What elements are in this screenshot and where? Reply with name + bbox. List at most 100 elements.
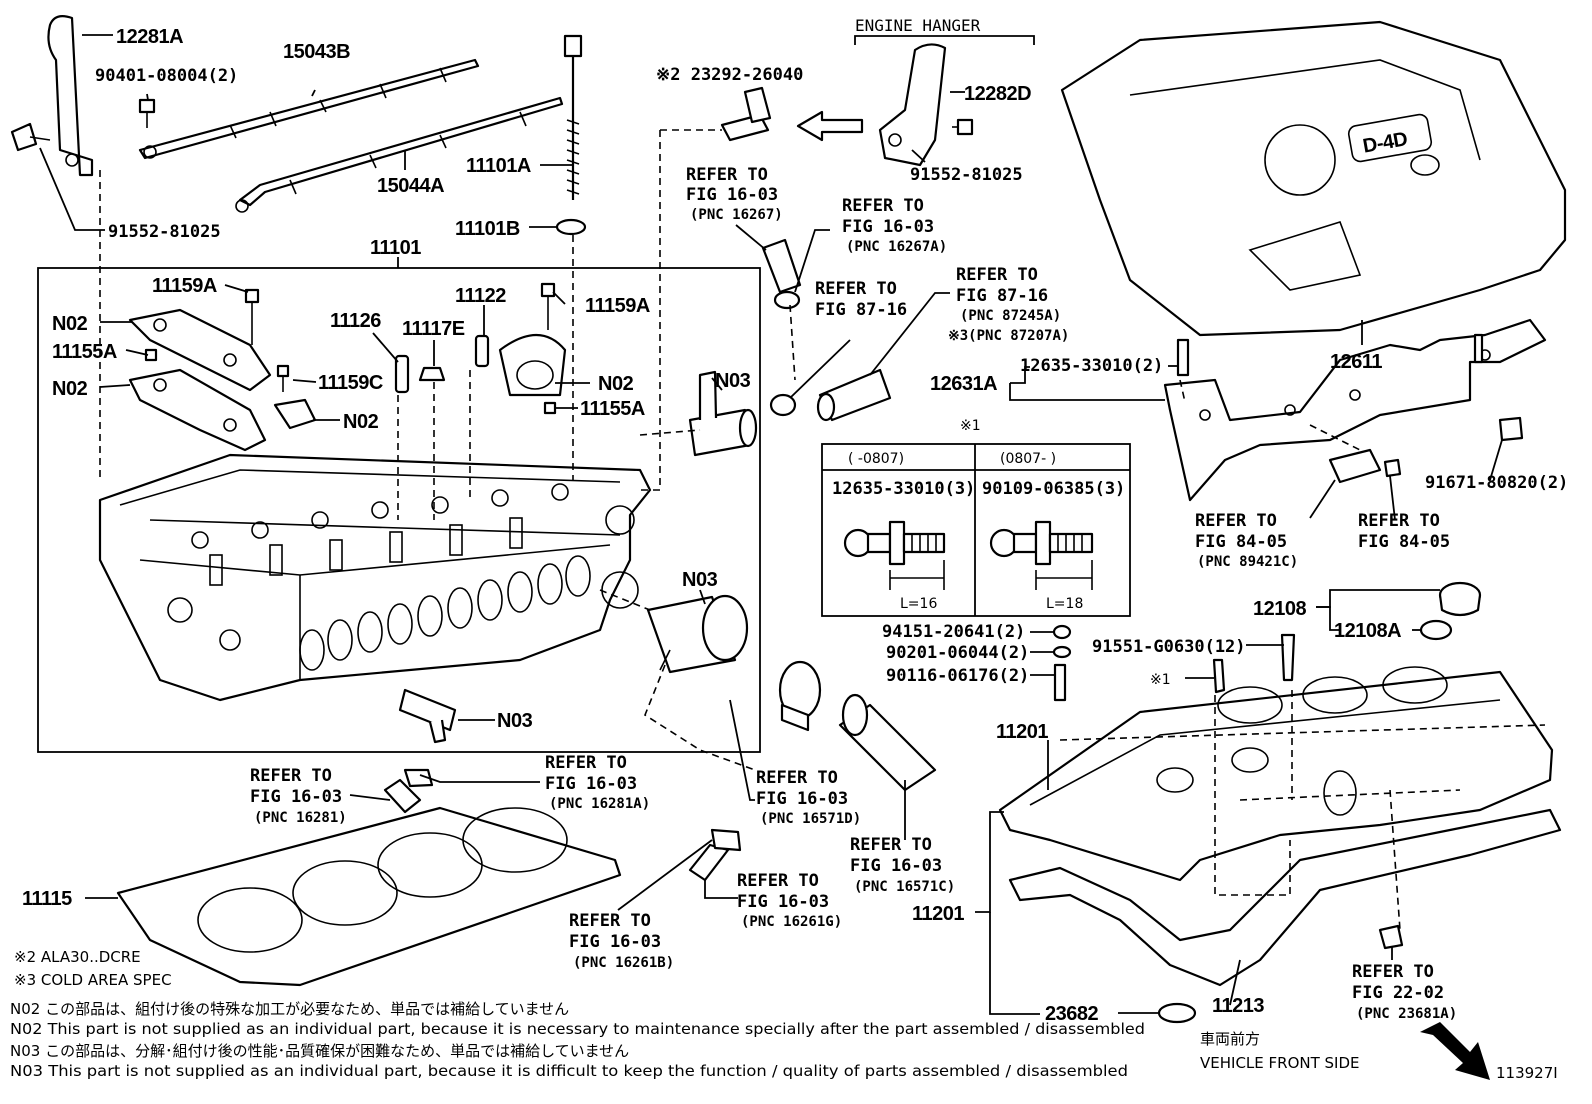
svg-text:(PNC 16571C): (PNC 16571C) (854, 879, 955, 895)
vehicle-front-arrow (1420, 1022, 1490, 1080)
seal-23682 (1157, 1002, 1197, 1024)
cover-gasket-11213 (1008, 808, 1562, 987)
ref-16281A: REFER TO FIG 16-03 (PNC 16281A) (545, 753, 650, 812)
label-12108: 12108 (1253, 598, 1306, 620)
label-n03-top: N03 (715, 370, 751, 392)
cam-cap-lower (128, 368, 267, 452)
hose-16261G (688, 843, 730, 882)
harness-15044A (238, 96, 564, 207)
label-n02-4: N02 (343, 411, 379, 433)
dashed-assembly-lines (99, 129, 1546, 931)
hose-16267 (761, 238, 802, 294)
svg-text:REFER TO: REFER TO (1195, 511, 1277, 531)
svg-text:FIG 16-03: FIG 16-03 (250, 787, 342, 807)
svg-text:FIG 87-16: FIG 87-16 (815, 300, 907, 320)
bolt-91551 (1280, 633, 1296, 682)
svg-text:REFER TO: REFER TO (545, 753, 627, 773)
cam-cap-small (273, 398, 317, 430)
svg-text:REFER TO: REFER TO (250, 766, 332, 786)
label-91552-left: 91552-81025 (108, 222, 221, 242)
cylinder-head-group-box (37, 267, 761, 753)
head-gasket-11115 (116, 806, 622, 987)
oil-filler-cap-12108 (1438, 581, 1482, 617)
svg-text:REFER TO: REFER TO (815, 279, 897, 299)
svg-text:(PNC 16281A): (PNC 16281A) (549, 796, 650, 812)
hose-16571D (778, 660, 822, 732)
label-12631A: 12631A (930, 373, 997, 395)
ref-87-16: REFER TO FIG 87-16 (815, 279, 907, 320)
plug-23681A (1378, 924, 1404, 950)
svg-text:FIG 87-16: FIG 87-16 (956, 286, 1048, 306)
cam-cap-upper (128, 308, 272, 392)
ref-16267A: REFER TO FIG 16-03 (PNC 16267A) (842, 196, 947, 255)
svg-text:FIG 16-03: FIG 16-03 (545, 774, 637, 794)
ref-16571D: REFER TO FIG 16-03 (PNC 16571D) (756, 768, 861, 827)
svg-text:REFER TO: REFER TO (756, 768, 838, 788)
label-11159A-right: 11159A (585, 295, 650, 317)
engine-cover-12611 (1060, 20, 1567, 337)
hose-16281 (383, 778, 422, 814)
label-11159C: 11159C (318, 372, 383, 394)
ref-16261G: REFER TO FIG 16-03 (PNC 16261G) (737, 871, 842, 930)
svg-text:REFER TO: REFER TO (956, 265, 1038, 285)
stud-l18 (989, 520, 1094, 590)
label-91671: 91671-80820(2) (1425, 473, 1568, 493)
bolt-91671 (1498, 416, 1524, 442)
nut-84-05 (1383, 458, 1402, 478)
fitting-23292 (720, 86, 772, 142)
pipe-n03-mid (646, 594, 749, 674)
label-star1: ※1 (1150, 672, 1171, 688)
bolt-11159A-right (540, 282, 556, 330)
stud-right (1473, 333, 1484, 364)
svg-text:REFER TO: REFER TO (850, 835, 932, 855)
washer-90201 (1052, 645, 1072, 659)
cylinder-head-drawing (98, 453, 652, 702)
label-11126: 11126 (330, 310, 381, 332)
svg-text:(PNC 16267A): (PNC 16267A) (846, 239, 947, 255)
svg-text:REFER TO: REFER TO (569, 911, 651, 931)
svg-text:(PNC 16261G): (PNC 16261G) (741, 914, 842, 930)
diagram-id: 113927I (1496, 1064, 1558, 1082)
label-11213: 11213 (1212, 995, 1264, 1017)
bolt-91552-left (10, 122, 51, 152)
ref-23681A: REFER TO FIG 22-02 (PNC 23681A) (1352, 962, 1457, 1022)
svg-text:REFER TO: REFER TO (1358, 511, 1440, 531)
svg-text:(PNC 16261B): (PNC 16261B) (573, 955, 674, 971)
label-15044A: 15044A (377, 175, 444, 197)
svg-text:FIG 16-03: FIG 16-03 (686, 185, 778, 205)
svg-text:(PNC 16267): (PNC 16267) (690, 207, 783, 223)
svg-text:REFER TO: REFER TO (686, 165, 768, 185)
clip-16281A (403, 768, 434, 788)
nut-94151 (1052, 624, 1072, 640)
bolt-11159C (276, 364, 290, 392)
arrow-to-fitting (796, 110, 864, 142)
ref-84-05: REFER TO FIG 84-05 (1358, 511, 1450, 552)
label-n02-2: N02 (52, 378, 88, 400)
clip-16261B (710, 828, 742, 852)
leader-lines (39, 34, 1503, 1015)
sensor-89421C (1328, 448, 1382, 484)
label-90401: 90401-08004(2) (95, 66, 238, 86)
svg-text:FIG 84-05: FIG 84-05 (1195, 532, 1287, 552)
inset-col2-part: 90109-06385(3) (982, 479, 1125, 499)
label-23682: 23682 (1045, 1003, 1098, 1025)
cap-11117E (418, 366, 446, 382)
label-11101B: 11101B (455, 218, 520, 240)
clip-16267A (773, 290, 801, 310)
label-91551: 91551-G0630(12) (1092, 637, 1246, 657)
svg-text:FIG 16-03: FIG 16-03 (756, 789, 848, 809)
label-11201-bottom: 11201 (912, 903, 964, 925)
vehicle-front-en: VEHICLE FRONT SIDE (1200, 1054, 1360, 1072)
inset-col2-len: L=18 (1046, 596, 1083, 612)
svg-text:REFER TO: REFER TO (842, 196, 924, 216)
label-12281A: 12281A (116, 26, 183, 48)
label-n03-bottom: N03 (497, 710, 533, 732)
svg-text:FIG 84-05: FIG 84-05 (1358, 532, 1450, 552)
gasket-12108A (1419, 619, 1453, 641)
ref-16281: REFER TO FIG 16-03 (PNC 16281) (250, 766, 347, 826)
label-91552-right: 91552-81025 (910, 165, 1023, 185)
inset-col1-len: L=16 (900, 596, 937, 612)
stud-star1 (1212, 658, 1226, 694)
stud-90116 (1053, 663, 1067, 702)
